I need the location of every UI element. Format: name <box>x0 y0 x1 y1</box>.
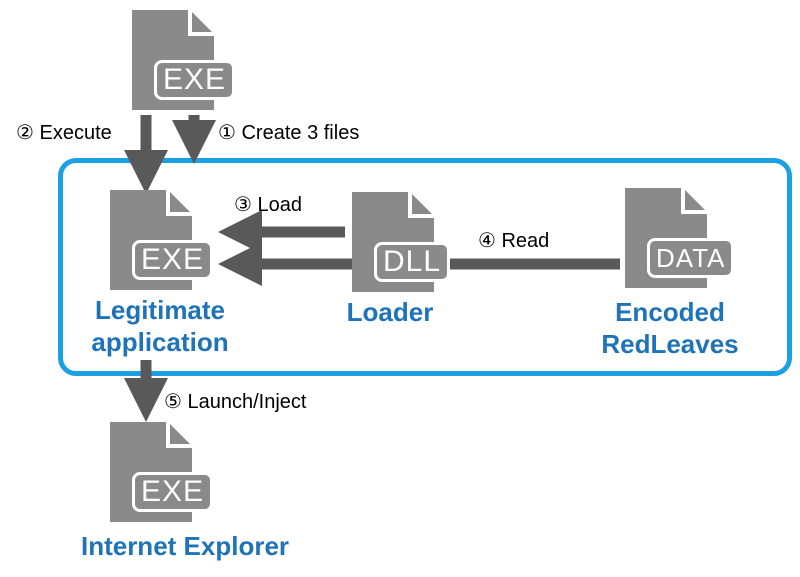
loader-label: Loader <box>346 297 434 327</box>
file-type-tag: EXE <box>132 472 214 512</box>
internet-explorer-label: Internet Explorer <box>80 531 290 561</box>
step-create-files-label: ① Create 3 files <box>218 122 360 144</box>
label-line-1: Legitimate <box>94 295 226 325</box>
file-type-tag: DLL <box>374 242 451 282</box>
dropper-exe-file-icon: EXE <box>132 10 236 120</box>
file-type-tag: EXE <box>132 240 214 280</box>
encoded-data-file-icon: DATA <box>625 188 735 298</box>
internet-explorer-exe-file-icon: EXE <box>110 422 214 532</box>
step-execute-label: ② Execute <box>16 122 112 144</box>
legitimate-app-label: Legitimate application <box>60 294 260 358</box>
legitimate-exe-file-icon: EXE <box>110 190 214 300</box>
loader-dll-file-icon: DLL <box>352 192 451 302</box>
label-line-2: RedLeaves <box>601 329 739 359</box>
file-type-tag: EXE <box>154 60 236 100</box>
process-boundary-box <box>58 158 792 376</box>
label-line-2: application <box>91 327 229 357</box>
encoded-redleaves-label: Encoded RedLeaves <box>570 296 770 360</box>
label-line-1: Encoded <box>615 297 725 327</box>
step-load-label: ③ Load <box>234 194 302 216</box>
file-type-tag: DATA <box>647 238 735 278</box>
step-read-label: ④ Read <box>478 230 550 252</box>
step-launch-inject-label: ⑤ Launch/Inject <box>164 391 307 413</box>
